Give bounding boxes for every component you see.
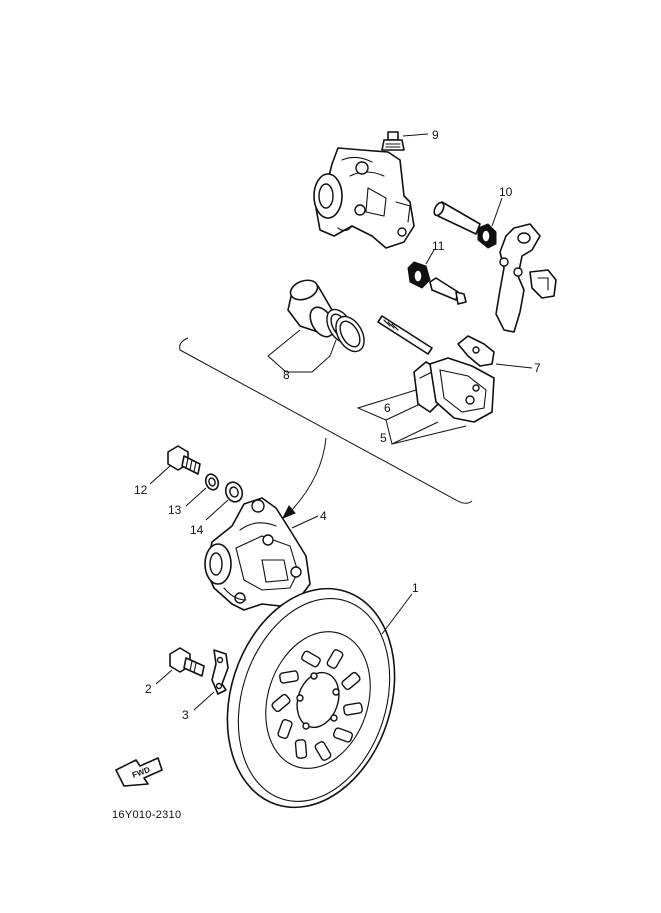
leader-3 bbox=[193, 691, 215, 711]
brake-disc-part-1[interactable] bbox=[200, 567, 421, 829]
leader-14 bbox=[205, 499, 229, 521]
callout-1: 1 bbox=[412, 581, 419, 595]
slide-pin-part-10[interactable] bbox=[432, 201, 497, 249]
leader-1 bbox=[381, 593, 413, 635]
leader-4 bbox=[291, 515, 319, 529]
washer-part-14[interactable] bbox=[223, 480, 245, 504]
callout-8: 8 bbox=[283, 368, 290, 382]
pad-pin[interactable] bbox=[377, 315, 433, 355]
bleed-screw-part-9[interactable] bbox=[381, 131, 405, 151]
callout-9: 9 bbox=[432, 128, 439, 142]
leader-13 bbox=[185, 487, 207, 507]
leader-10 bbox=[491, 197, 503, 227]
leader-6 bbox=[356, 389, 421, 421]
callout-11: 11 bbox=[432, 239, 445, 253]
lock-plate-part-3[interactable] bbox=[211, 649, 229, 695]
assembly-arrow bbox=[289, 437, 327, 513]
leader-9 bbox=[402, 133, 429, 137]
disc-cooling-slots bbox=[271, 649, 363, 761]
pad-support-part-7[interactable] bbox=[457, 335, 495, 367]
brake-pad-part-5[interactable] bbox=[429, 357, 495, 423]
subassembly-bracket bbox=[179, 337, 473, 504]
leader-7 bbox=[495, 363, 533, 369]
callout-7: 7 bbox=[534, 361, 541, 375]
lock-washer-part-13[interactable] bbox=[204, 472, 221, 491]
callout-12: 12 bbox=[134, 483, 148, 497]
callout-10: 10 bbox=[499, 185, 513, 199]
callout-14: 14 bbox=[190, 523, 204, 537]
callout-6: 6 bbox=[384, 401, 391, 415]
disc-bolt-part-2[interactable] bbox=[169, 647, 205, 677]
callout-3: 3 bbox=[182, 708, 189, 722]
caliper-assembly-part-4[interactable] bbox=[204, 497, 311, 611]
callout-4: 4 bbox=[320, 509, 327, 523]
diagram-code: 16Y010-2310 bbox=[112, 809, 181, 821]
leader-8 bbox=[267, 329, 337, 373]
caliper-body-exploded[interactable] bbox=[313, 147, 415, 249]
forward-direction-arrow: FWD bbox=[115, 757, 163, 787]
pin-and-boot-part-11[interactable] bbox=[407, 261, 467, 305]
callout-13: 13 bbox=[168, 503, 182, 517]
callout-5: 5 bbox=[380, 431, 387, 445]
leader-11 bbox=[425, 249, 435, 265]
leader-5 bbox=[385, 419, 467, 445]
caliper-support-bracket[interactable] bbox=[495, 223, 557, 333]
bolt-part-12[interactable] bbox=[167, 445, 201, 475]
callout-2: 2 bbox=[145, 682, 152, 696]
leader-12 bbox=[149, 465, 171, 485]
assembly-arrowhead bbox=[281, 505, 296, 519]
piston-and-seals-part-8[interactable] bbox=[287, 277, 370, 357]
leader-2 bbox=[155, 669, 173, 685]
